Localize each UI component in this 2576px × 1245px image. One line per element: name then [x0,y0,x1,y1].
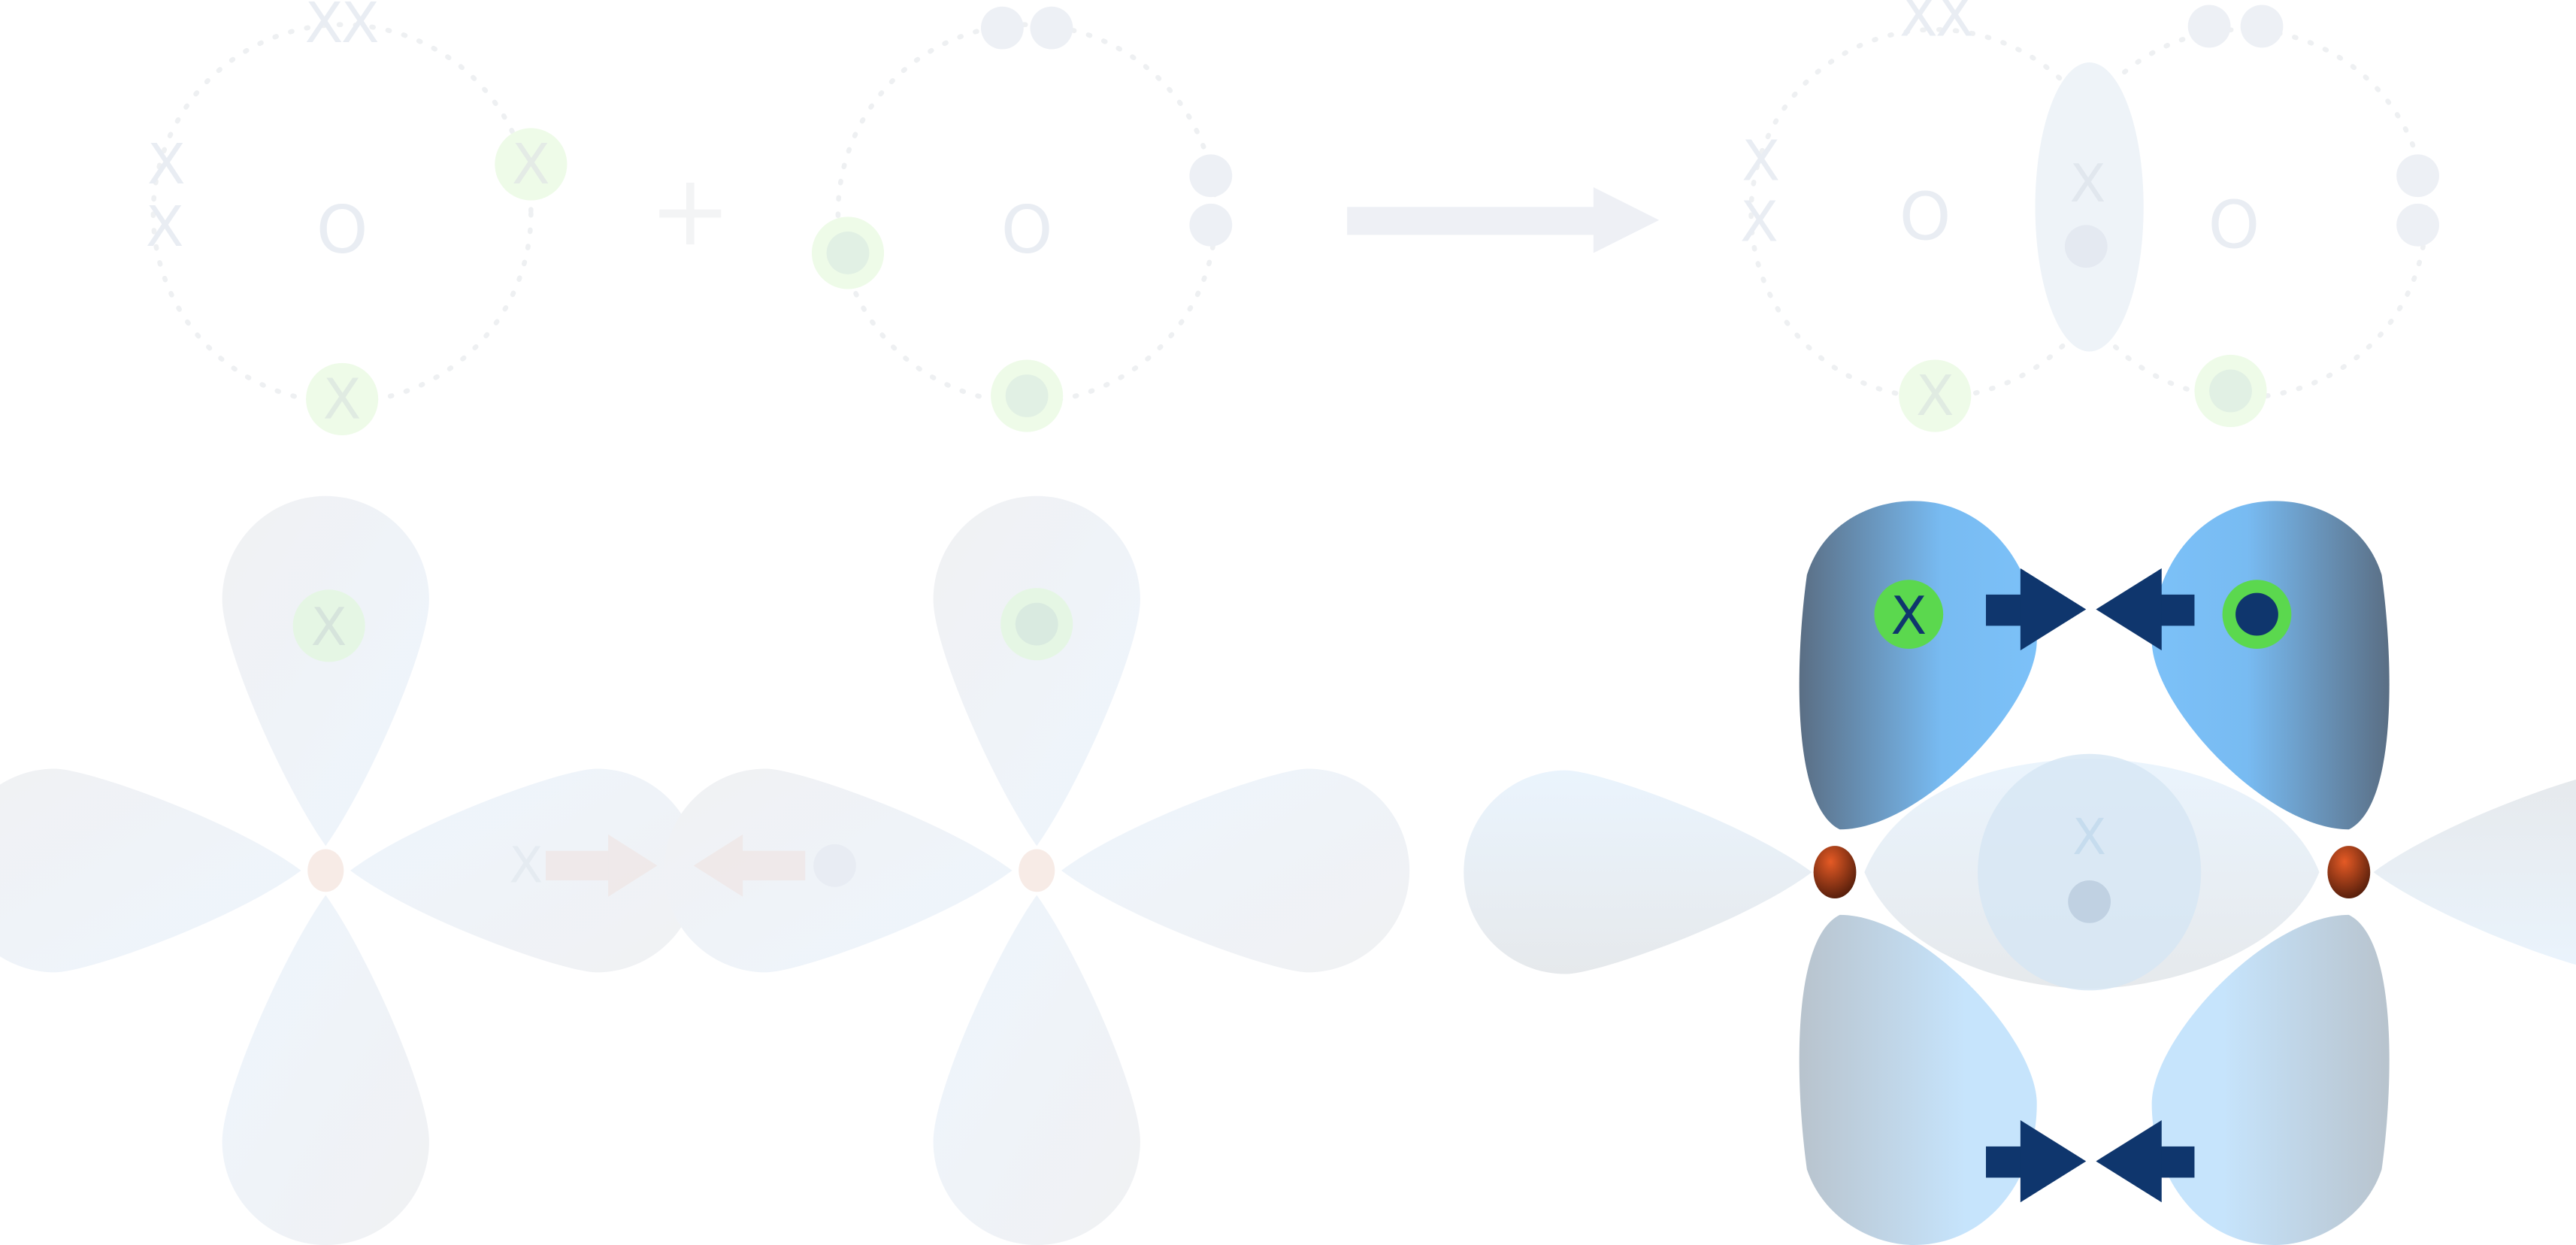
product-molecule: X O O X X X X X [1740,0,2439,432]
electron-dot [813,844,856,887]
unpaired-highlight [306,362,379,435]
unpaired-highlight [292,589,365,662]
electron-dot [1005,374,1049,417]
electron-dot [2068,880,2111,923]
electron-mark: X [147,132,186,197]
electron-mark: X [512,132,550,197]
electron-mark: X [509,837,543,894]
unpaired-highlight [1874,580,1944,649]
p-orbitals-left-atom: X [0,495,699,1245]
unpaired-highlight [1899,359,1972,432]
electron-dot [2209,369,2252,413]
atom-symbol: O [1001,192,1053,268]
electron-mark: X [1936,0,1974,49]
right-arrow-icon [1347,187,1660,253]
orbital-lobe [222,495,429,847]
electron-mark: X [1916,363,1954,429]
converging-arrows-icon [1985,1119,2195,1203]
shared-pair-region [2035,62,2144,352]
atom-left: O X X X X X X [146,0,568,435]
electron-dot [2064,225,2108,268]
nucleus [1813,846,1857,899]
atom-right: O [811,6,1233,432]
electron-mark: X [1740,189,1778,254]
orbital-lobe [0,768,301,973]
electron-mark: X [311,597,347,658]
electron-mark: X [2070,153,2106,214]
molecular-orbitals: X X [1464,501,2576,1245]
unpaired-highlight [495,128,568,201]
pi-lobe-bottom-right [2151,914,2390,1245]
pi-lobe-bottom-left [1799,914,2037,1245]
electron-dot [1030,6,1073,50]
nucleus [2327,846,2371,899]
orbital-lobe [933,895,1140,1245]
electron-dot [2240,5,2284,48]
electron-dot [1189,203,1233,247]
atom-symbol: O [1899,178,1951,255]
nucleus [307,849,344,892]
converging-arrows-icon [1985,568,2195,651]
electron-dot [1015,602,1058,646]
electron-mark: X [1890,586,1927,647]
electron-dot [826,232,870,274]
orbital-lobe [222,895,429,1245]
p-orbitals-right-atom [664,495,1410,1245]
electron-mark: X [305,0,344,56]
atom-symbol: O [2208,186,2260,263]
electron-dot [2235,592,2278,636]
atom-symbol: O [316,192,368,268]
electron-mark: X [323,366,362,432]
converging-arrows-icon: X [509,834,856,897]
orbital-lobe [933,495,1140,847]
electron-dot [2187,5,2231,48]
electron-dot [980,6,1024,50]
electron-mark: X [1742,129,1780,194]
pi-lobe-top-right [2151,501,2390,830]
orbital-lobe [1061,768,1410,973]
plus-sign: + [649,153,731,268]
orbital-lobe [2373,770,2576,974]
electron-dot [2396,154,2439,198]
orbital-lobe [1464,770,1812,974]
electron-mark: X [146,194,184,259]
electron-mark: X [341,0,380,56]
sigma-overlap-region [1978,753,2202,991]
electron-mark: X [2072,809,2106,866]
nucleus [1019,849,1055,892]
electron-mark: X [1899,0,1938,49]
pi-lobe-top-left [1799,501,2037,830]
electron-dot [1189,154,1233,198]
electron-dot [2396,203,2439,247]
